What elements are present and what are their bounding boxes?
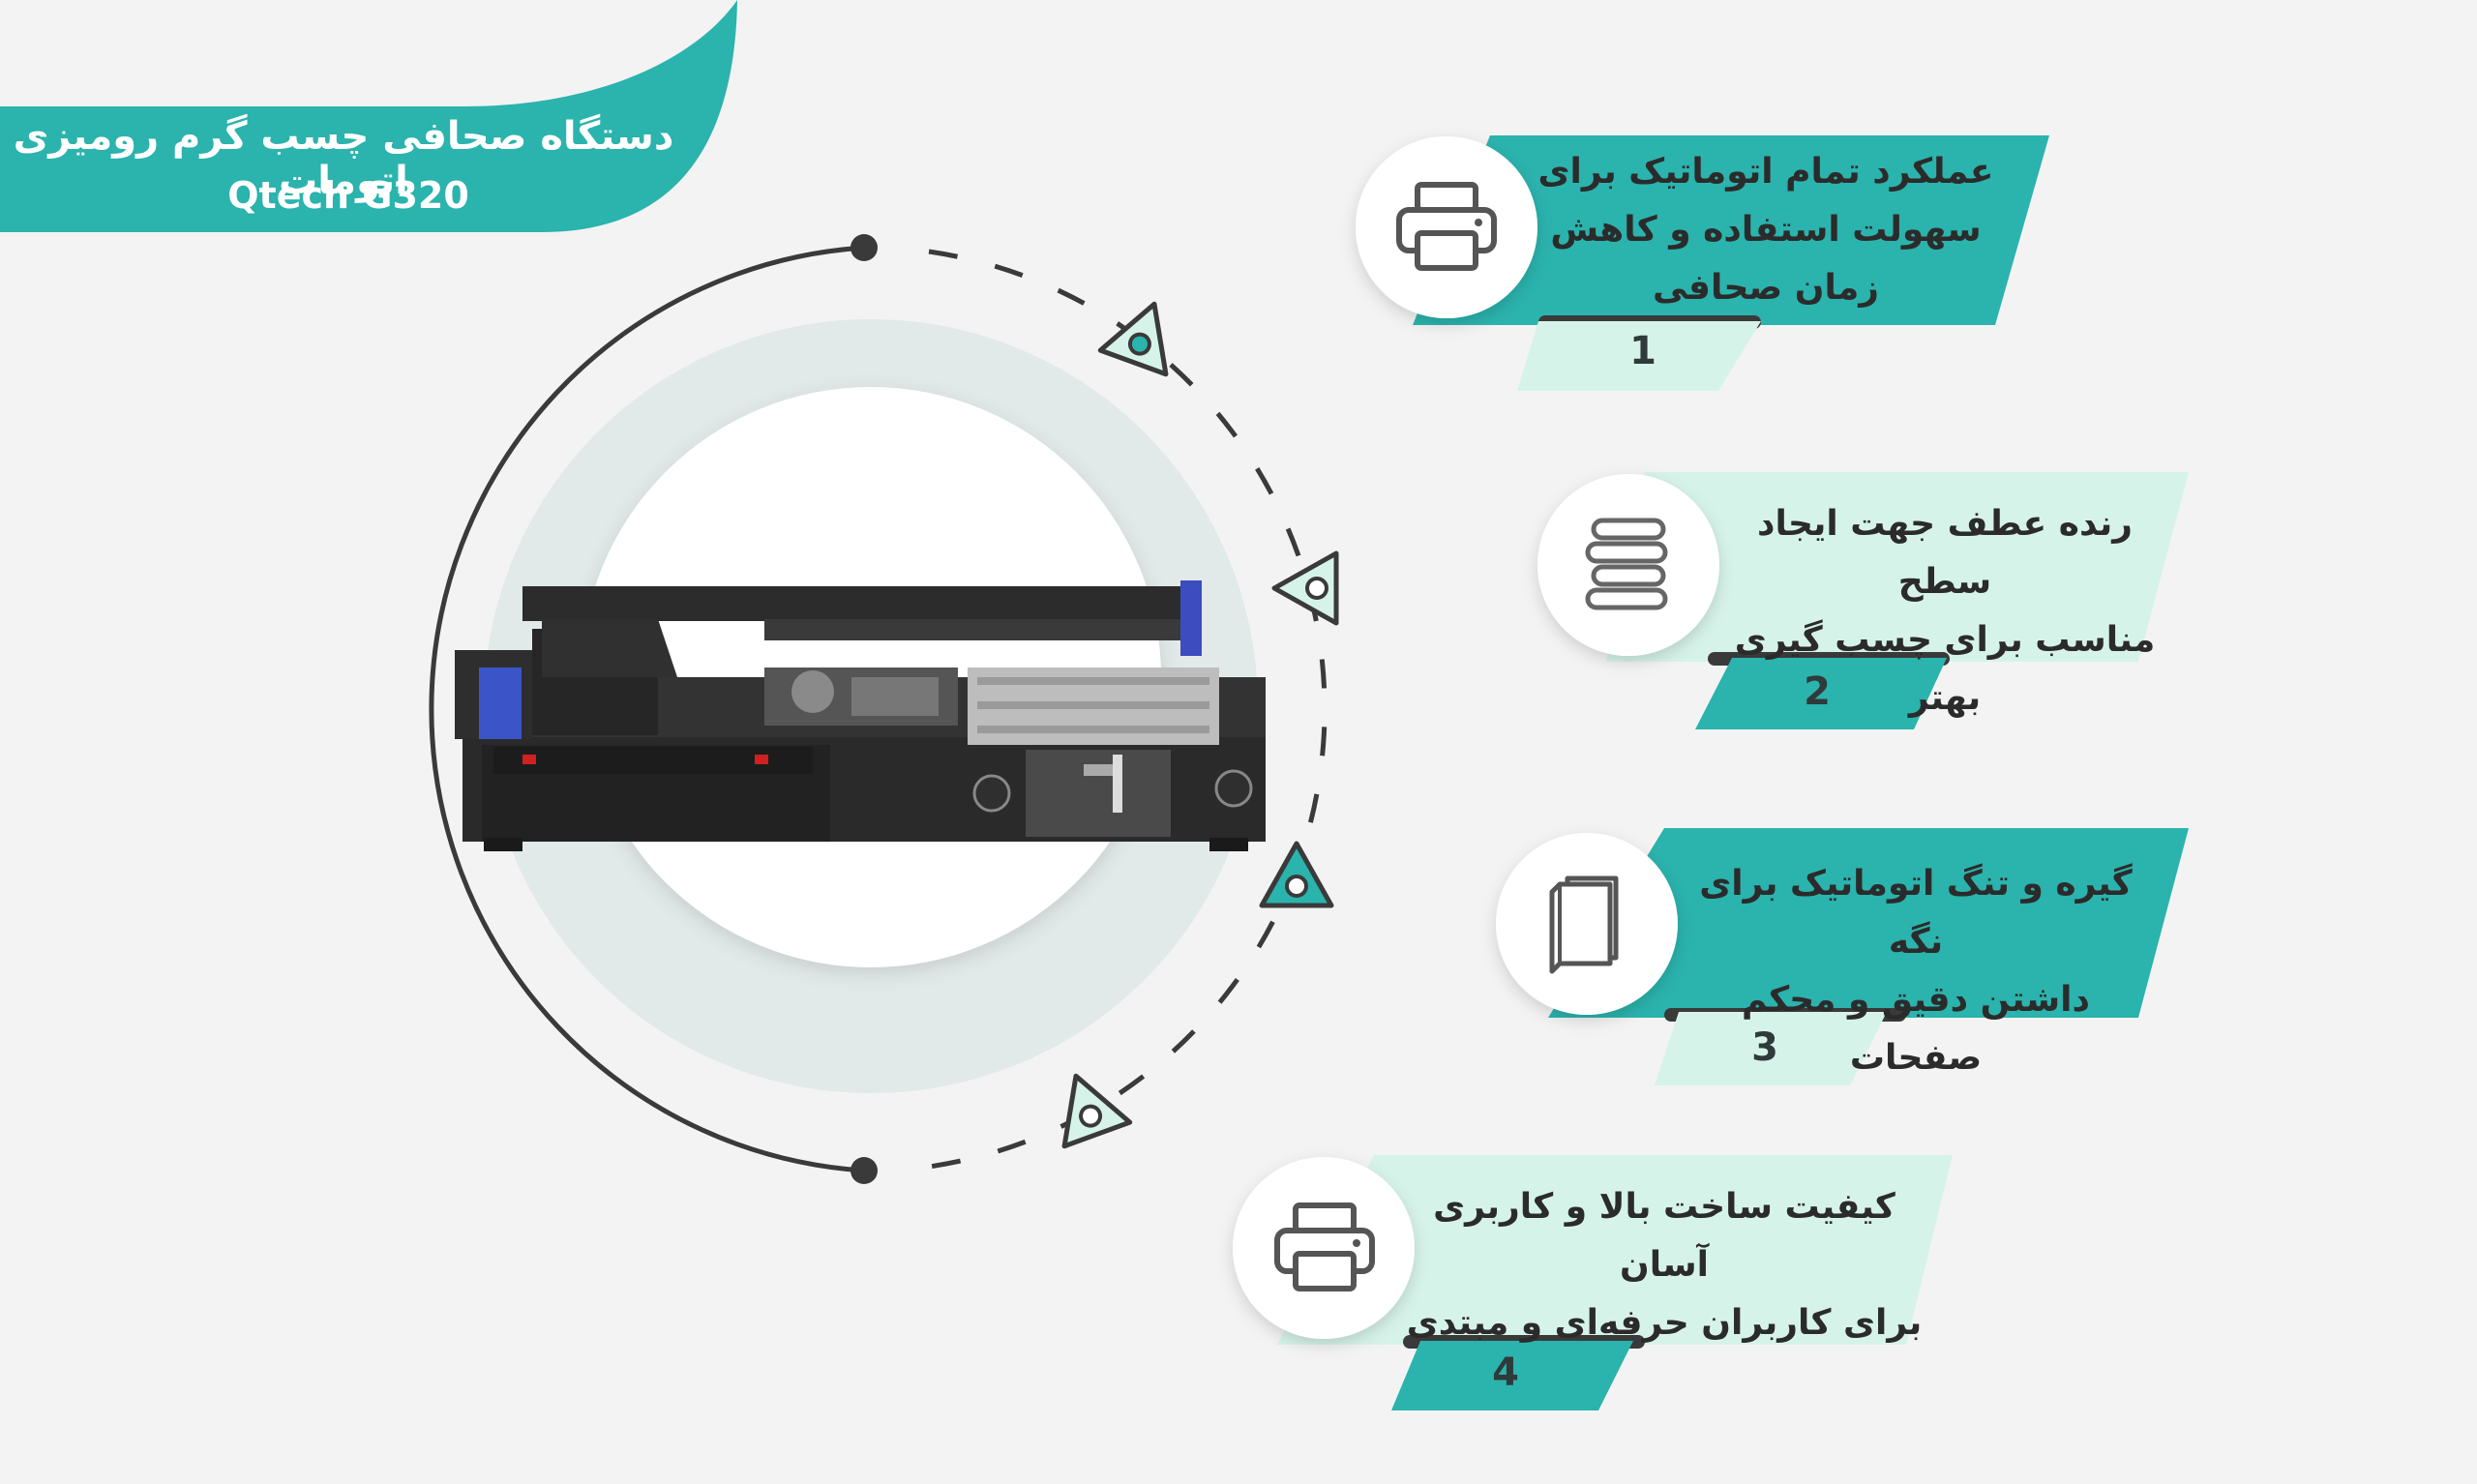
dashed-arc (928, 249, 1328, 1170)
feature-1-number: 1 (1629, 329, 1656, 373)
solid-arc (429, 245, 865, 1173)
feature-card-4 (1233, 1155, 1953, 1410)
feature-card-1 (1356, 135, 2049, 391)
feature-2-number: 2 (1804, 669, 1831, 714)
feature-3-number: 3 (1751, 1025, 1778, 1070)
feature-4-number: 4 (1492, 1350, 1519, 1395)
book-stack-icon (1585, 518, 1668, 610)
feature-3-line-2: داشتن دقیق و محکم صفحات (1742, 980, 2090, 1078)
feature-1-text: عملکرد تمام اتوماتیک برای سهولت استفاده … (1519, 143, 2013, 317)
arc-end-top (851, 234, 878, 261)
printer-icon (1396, 182, 1497, 271)
feature-2-line-2: مناسب برای چسب گیری بهتر (1734, 620, 2156, 718)
printer-icon (1274, 1202, 1375, 1291)
feature-1-line-2: سهولت استفاده و کاهش (1550, 210, 1982, 250)
title-banner (0, 0, 737, 232)
marker-3 (1259, 841, 1334, 908)
feature-card-2 (1537, 472, 2189, 729)
feature-3-line-1: گیره و تنگ اتوماتیک برای نگه (1699, 864, 2133, 962)
marker-4 (1061, 1073, 1133, 1149)
banner-title: دستگاه صحافی چسب گرم رومیزی اتومات (13, 114, 674, 203)
feature-3-text: گیره و تنگ اتوماتیک برای نگه داشتن دقیق … (1674, 855, 2158, 1087)
feature-2-text: رنده عطف جهت ایجاد سطح مناسب برای چسب گی… (1717, 495, 2172, 727)
feature-4-line-1: کیفیت ساخت بالا و کاربری آسان (1433, 1187, 1895, 1285)
arc-end-bottom (851, 1157, 878, 1184)
paper-stack-icon (1549, 876, 1619, 974)
marker-2 (1271, 550, 1339, 626)
binding-machine-image (455, 580, 1266, 851)
banner-subtitle: Qtech G320 (227, 174, 469, 217)
feature-4-line-2: برای کاربران حرفه‌ای و مبتدی (1406, 1303, 1923, 1343)
feature-2-line-1: رنده عطف جهت ایجاد سطح (1756, 504, 2134, 602)
marker-1 (1097, 301, 1169, 377)
feature-1-line-3: زمان صحافی (1652, 268, 1880, 308)
feature-1-line-1: عملکرد تمام اتوماتیک برای (1537, 152, 1994, 192)
feature-4-text: کیفیت ساخت بالا و کاربری آسان برای کاربر… (1403, 1178, 1925, 1352)
